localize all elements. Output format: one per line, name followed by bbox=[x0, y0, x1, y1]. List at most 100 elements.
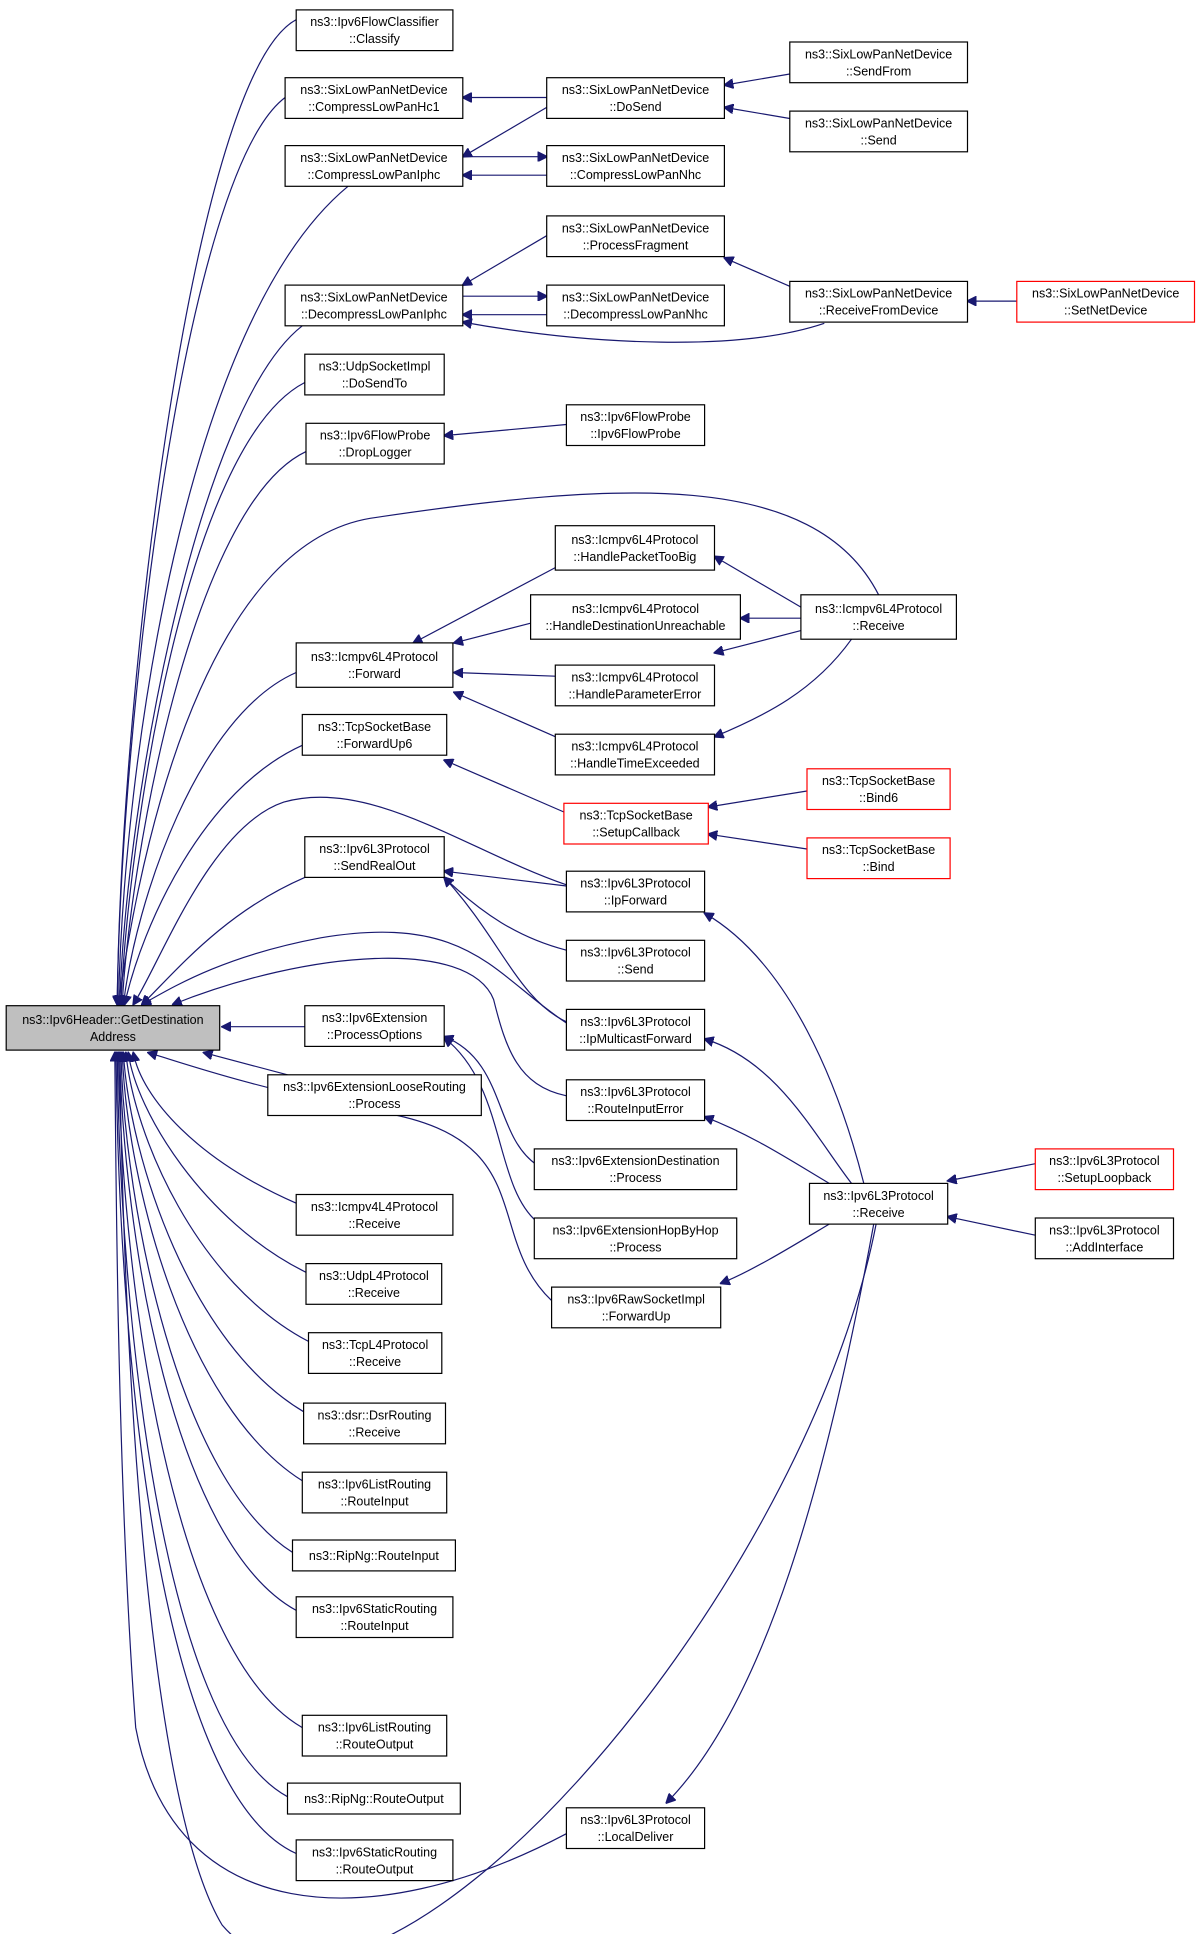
edge-compresshc1-to-root bbox=[117, 97, 286, 1005]
edge-staticinput-to-root bbox=[120, 1053, 297, 1611]
edge-icmpv6receive-to-root bbox=[119, 492, 880, 1005]
node-ipmulticast[interactable]: ns3::Ipv6L3Protocol::IpMulticastForward bbox=[565, 1008, 706, 1051]
node-label-line: ns3::UdpSocketImpl bbox=[319, 360, 431, 374]
node-routeinputerror[interactable]: ns3::Ipv6L3Protocol::RouteInputError bbox=[565, 1079, 706, 1122]
node-receivefromdevice[interactable]: ns3::SixLowPanNetDevice::ReceiveFromDevi… bbox=[789, 280, 969, 323]
node-compresshc1[interactable]: ns3::SixLowPanNetDevice::CompressLowPanH… bbox=[284, 77, 464, 119]
node-flowprobe[interactable]: ns3::Ipv6FlowProbe::Ipv6FlowProbe bbox=[565, 404, 706, 447]
node-exthopbyhop[interactable]: ns3::Ipv6ExtensionHopByHop::Process bbox=[533, 1217, 738, 1260]
node-listrouteoutput[interactable]: ns3::Ipv6ListRouting::RouteOutput bbox=[301, 1714, 448, 1757]
edge-droplogger-to-root bbox=[122, 451, 307, 1005]
node-l3send[interactable]: ns3::Ipv6L3Protocol::Send bbox=[565, 939, 706, 982]
node-looserouting[interactable]: ns3::Ipv6ExtensionLooseRouting::Process bbox=[267, 1074, 482, 1117]
node-staticoutput[interactable]: ns3::Ipv6StaticRouting::RouteOutput bbox=[295, 1839, 454, 1882]
node-box bbox=[284, 284, 464, 327]
node-tcpforwardup6[interactable]: ns3::TcpSocketBase::ForwardUp6 bbox=[301, 713, 448, 756]
node-l3receive[interactable]: ns3::Ipv6L3Protocol::Receive bbox=[808, 1182, 949, 1225]
node-label-line: ns3::Ipv6ListRouting bbox=[318, 1721, 431, 1735]
node-box bbox=[1034, 1148, 1175, 1191]
node-label-line: ::LocalDeliver bbox=[598, 1830, 674, 1844]
node-sendfrom[interactable]: ns3::SixLowPanNetDevice::SendFrom bbox=[789, 41, 969, 84]
node-box bbox=[563, 802, 709, 845]
node-staticinput[interactable]: ns3::Ipv6StaticRouting::RouteInput bbox=[295, 1596, 454, 1639]
node-box bbox=[554, 525, 716, 571]
node-label-line: ns3::Icmpv6L4Protocol bbox=[571, 740, 698, 754]
node-decompressiphc[interactable]: ns3::SixLowPanNetDevice::DecompressLowPa… bbox=[284, 284, 464, 327]
node-dsrreceive[interactable]: ns3::dsr::DsrRouting::Receive bbox=[303, 1402, 447, 1445]
edge-flowclassify-to-root bbox=[117, 19, 297, 1005]
node-label-line: ::SetupCallback bbox=[592, 826, 680, 840]
node-dosend[interactable]: ns3::SixLowPanNetDevice::DoSend bbox=[546, 77, 726, 119]
node-flowclassify[interactable]: ns3::Ipv6FlowClassifier::Classify bbox=[295, 9, 454, 52]
node-ipforward[interactable]: ns3::Ipv6L3Protocol::IpForward bbox=[565, 870, 706, 913]
node-processoptions[interactable]: ns3::Ipv6Extension::ProcessOptions bbox=[304, 1005, 445, 1048]
node-addinterface[interactable]: ns3::Ipv6L3Protocol::AddInterface bbox=[1034, 1217, 1175, 1260]
node-udpl4receive[interactable]: ns3::UdpL4Protocol::Receive bbox=[305, 1262, 443, 1305]
node-timeexceeded[interactable]: ns3::Icmpv6L4Protocol::HandleTimeExceede… bbox=[554, 733, 716, 776]
node-ripnginput[interactable]: ns3::RipNg::RouteInput bbox=[291, 1539, 456, 1572]
node-bind[interactable]: ns3::TcpSocketBase::Bind bbox=[806, 837, 951, 880]
node-setnetdevice[interactable]: ns3::SixLowPanNetDevice::SetNetDevice bbox=[1016, 280, 1196, 323]
edge-dsrreceive-to-root bbox=[123, 1053, 304, 1413]
edge-bind-to-setupcallback bbox=[708, 834, 808, 850]
node-extdest[interactable]: ns3::Ipv6ExtensionDestination::Process bbox=[533, 1148, 738, 1191]
node-label-line: ns3::Ipv6L3Protocol bbox=[580, 1015, 691, 1029]
node-label-line: ns3::Ipv6L3Protocol bbox=[580, 877, 691, 891]
node-udpsocketimpl[interactable]: ns3::UdpSocketImpl::DoSendTo bbox=[304, 353, 445, 396]
node-label-line: ::ForwardUp6 bbox=[337, 737, 413, 751]
node-packettoobig[interactable]: ns3::Icmpv6L4Protocol::HandlePacketTooBi… bbox=[554, 525, 716, 571]
edge-tcpforwardup6-to-root bbox=[125, 744, 303, 1004]
node-box bbox=[565, 1008, 706, 1051]
node-listrouteinput[interactable]: ns3::Ipv6ListRouting::RouteInput bbox=[301, 1471, 448, 1514]
node-box bbox=[800, 594, 958, 640]
node-box bbox=[303, 1402, 447, 1445]
node-setupcallback[interactable]: ns3::TcpSocketBase::SetupCallback bbox=[563, 802, 709, 845]
node-label-line: ::Receive bbox=[348, 1425, 400, 1439]
edge-l3receive-to-ipmulticast bbox=[705, 1039, 852, 1184]
node-droplogger[interactable]: ns3::Ipv6FlowProbe::DropLogger bbox=[305, 422, 445, 465]
edge-staticoutput-to-root bbox=[116, 1053, 297, 1855]
node-label-line: ns3::Ipv6RawSocketImpl bbox=[567, 1292, 705, 1306]
node-label-line: ns3::Ipv6ListRouting bbox=[318, 1478, 431, 1492]
node-box bbox=[789, 110, 969, 153]
edge-decompressiphc-to-root bbox=[120, 325, 303, 1005]
node-destunreach[interactable]: ns3::Icmpv6L4Protocol::HandleDestination… bbox=[529, 594, 741, 640]
node-icmpv6receive[interactable]: ns3::Icmpv6L4Protocol::Receive bbox=[800, 594, 958, 640]
node-label-line: ns3::SixLowPanNetDevice bbox=[300, 151, 447, 165]
node-icmpv4receive[interactable]: ns3::Icmpv4L4Protocol::Receive bbox=[295, 1193, 454, 1236]
node-label-line: ::Receive bbox=[349, 1355, 401, 1369]
node-label-line: ::Bind bbox=[863, 860, 895, 874]
node-label-line: ns3::Icmpv6L4Protocol bbox=[572, 602, 699, 616]
node-localdeliver[interactable]: ns3::Ipv6L3Protocol::LocalDeliver bbox=[565, 1807, 706, 1850]
node-rawforwardup[interactable]: ns3::Ipv6RawSocketImpl::ForwardUp bbox=[550, 1286, 722, 1329]
node-box bbox=[286, 1782, 461, 1815]
node-label-line: ns3::Ipv6Extension bbox=[322, 1011, 428, 1025]
node-setuploopback[interactable]: ns3::Ipv6L3Protocol::SetupLoopback bbox=[1034, 1148, 1175, 1191]
node-label-line: ::ReceiveFromDevice bbox=[819, 304, 939, 318]
node-label-line: ns3::SixLowPanNetDevice bbox=[562, 290, 709, 304]
node-label-line: ns3::Ipv6ExtensionDestination bbox=[551, 1154, 719, 1168]
node-label-line: ns3::Ipv6ExtensionHopByHop bbox=[552, 1223, 718, 1237]
edge-icmpv6receive-to-timeexceeded bbox=[715, 638, 852, 737]
node-sixsend[interactable]: ns3::SixLowPanNetDevice::Send bbox=[789, 110, 969, 153]
node-label-line: ::DecompressLowPanNhc bbox=[563, 307, 708, 321]
node-box bbox=[554, 733, 716, 776]
edge-bind6-to-setupcallback bbox=[708, 790, 808, 807]
node-icmpforward[interactable]: ns3::Icmpv6L4Protocol::Forward bbox=[295, 642, 454, 688]
node-sendrealout[interactable]: ns3::Ipv6L3Protocol::SendRealOut bbox=[304, 836, 445, 879]
node-decompressnhc[interactable]: ns3::SixLowPanNetDevice::DecompressLowPa… bbox=[546, 284, 726, 327]
node-paramerror[interactable]: ns3::Icmpv6L4Protocol::HandleParameterEr… bbox=[554, 664, 716, 707]
node-label-line: ns3::Ipv6FlowProbe bbox=[320, 429, 431, 443]
node-box bbox=[284, 77, 464, 119]
node-processfragment[interactable]: ns3::SixLowPanNetDevice::ProcessFragment bbox=[546, 215, 726, 258]
node-tcpl4receive[interactable]: ns3::TcpL4Protocol::Receive bbox=[307, 1332, 443, 1374]
edge-l3receive-to-routeinputerror bbox=[705, 1117, 830, 1184]
node-compressnhc[interactable]: ns3::SixLowPanNetDevice::CompressLowPanN… bbox=[546, 145, 726, 187]
node-box bbox=[789, 41, 969, 84]
node-box bbox=[806, 837, 951, 880]
node-compressiphc[interactable]: ns3::SixLowPanNetDevice::CompressLowPanI… bbox=[284, 145, 464, 187]
node-bind6[interactable]: ns3::TcpSocketBase::Bind6 bbox=[806, 768, 951, 811]
node-label-line: ::RouteInput bbox=[340, 1619, 409, 1633]
node-ripngoutput[interactable]: ns3::RipNg::RouteOutput bbox=[286, 1782, 461, 1815]
